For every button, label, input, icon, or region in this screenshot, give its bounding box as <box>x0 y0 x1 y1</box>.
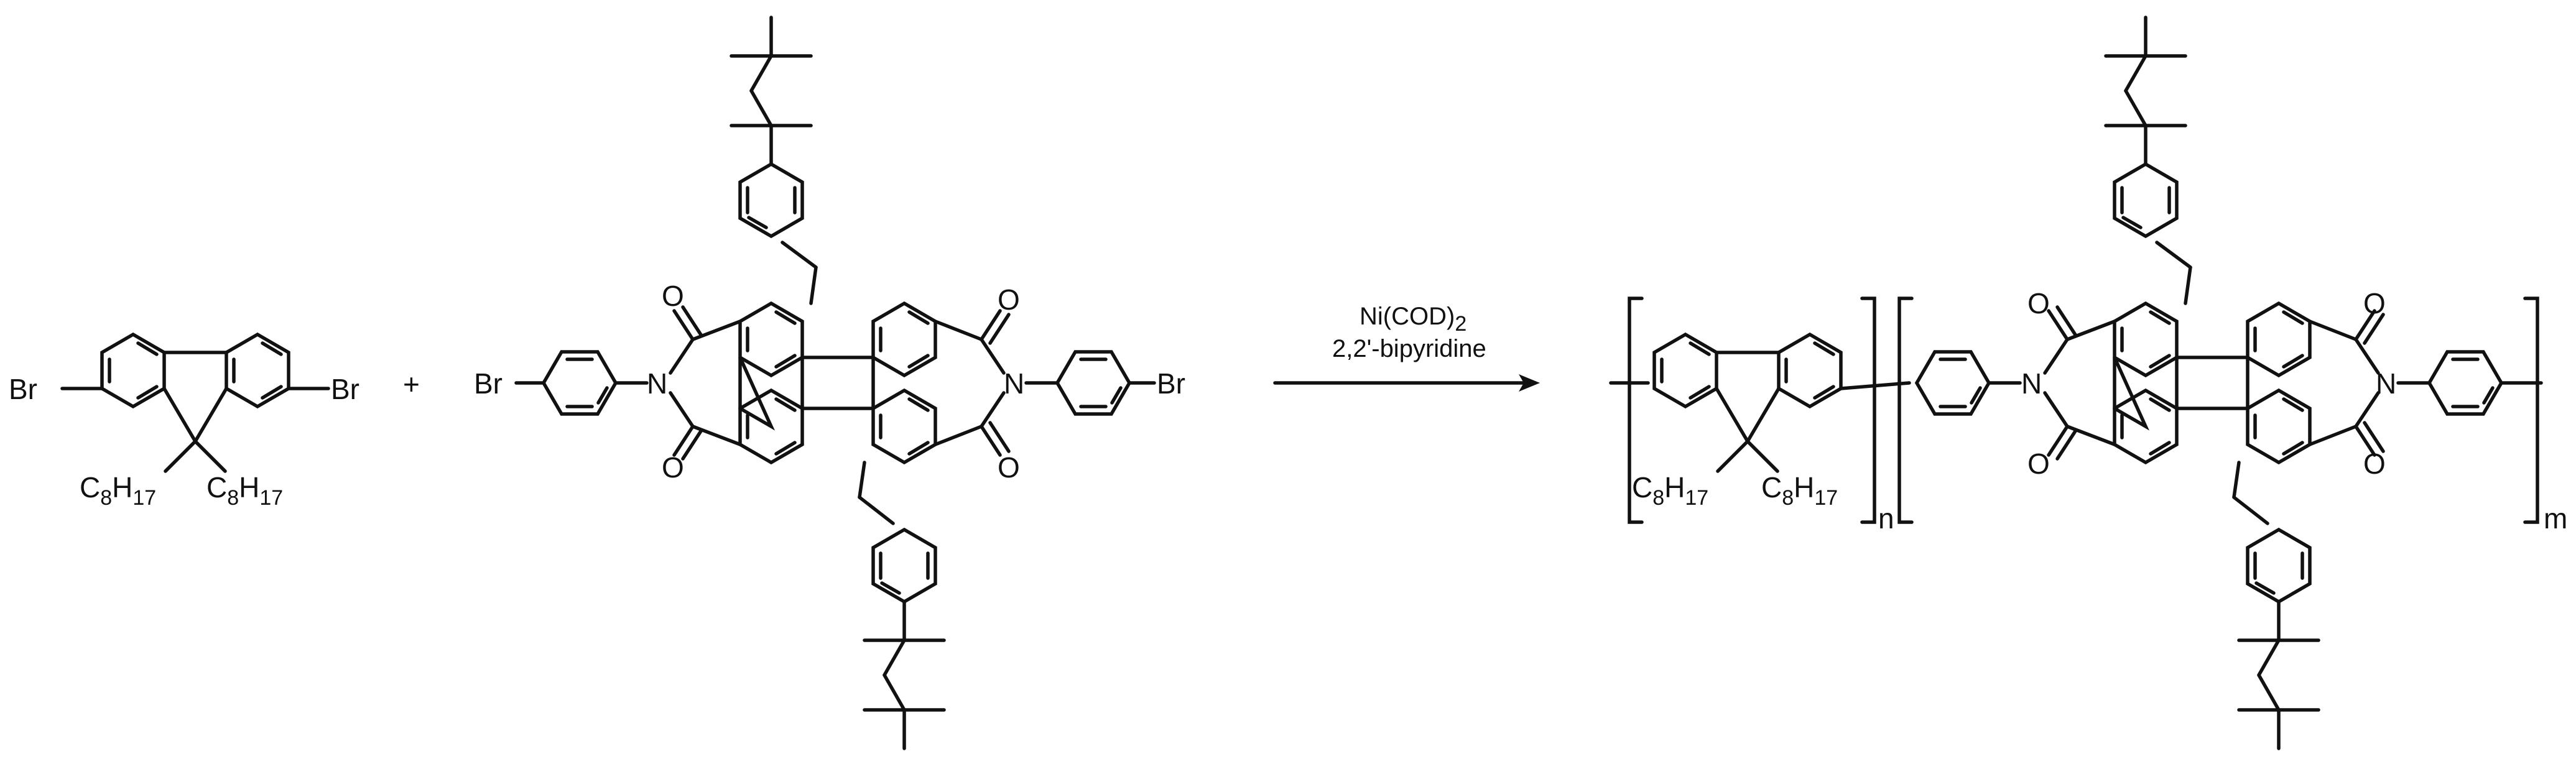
oxygen-label: O <box>2363 287 2386 320</box>
ligand-label: 2,2'-bipyridine <box>1332 335 1486 362</box>
oxygen-label: O <box>2363 448 2386 480</box>
catalyst-label: Ni(COD)2 <box>1360 303 1466 336</box>
oxygen-label: O <box>662 280 684 312</box>
repeat-bracket-n-left <box>1628 297 1644 524</box>
bromine-label: Br <box>331 373 359 405</box>
oxygen-label: O <box>2027 448 2050 480</box>
nitrogen-label: N <box>2021 367 2042 400</box>
nitrogen-label: N <box>647 367 667 400</box>
copolymer-product: C8H17 C8H17 n N O O <box>1609 17 2567 748</box>
repeat-bracket-m-right <box>2523 297 2539 524</box>
bromine-label: Br <box>9 373 37 405</box>
reaction-arrow: Ni(COD)2 2,2'-bipyridine <box>1273 303 1540 392</box>
repeat-bracket-n-right <box>1860 297 1876 524</box>
bromine-label: Br <box>474 367 503 400</box>
oxygen-label: O <box>2027 287 2050 320</box>
dibromofluorene-monomer: Br Br C8H17 C8H17 <box>9 334 359 510</box>
plus-sign: + <box>403 368 420 400</box>
octyl-label: C8H17 <box>80 471 156 510</box>
repeat-bracket-m-left <box>1897 297 1914 524</box>
repeat-index-m: m <box>2544 502 2567 535</box>
octyl-label: C8H17 <box>206 471 283 510</box>
octyl-label: C8H17 <box>1761 471 1838 510</box>
perylene-diimide-monomer: Br N O O O O N <box>474 17 1185 748</box>
oxygen-label: O <box>998 283 1020 316</box>
repeat-index-n: n <box>1878 502 1894 535</box>
oxygen-label: O <box>662 451 684 484</box>
octyl-label: C8H17 <box>1632 471 1708 510</box>
nitrogen-label: N <box>1004 367 1024 400</box>
bromine-label: Br <box>1157 367 1185 400</box>
nitrogen-label: N <box>2376 367 2396 400</box>
oxygen-label: O <box>998 451 1020 484</box>
